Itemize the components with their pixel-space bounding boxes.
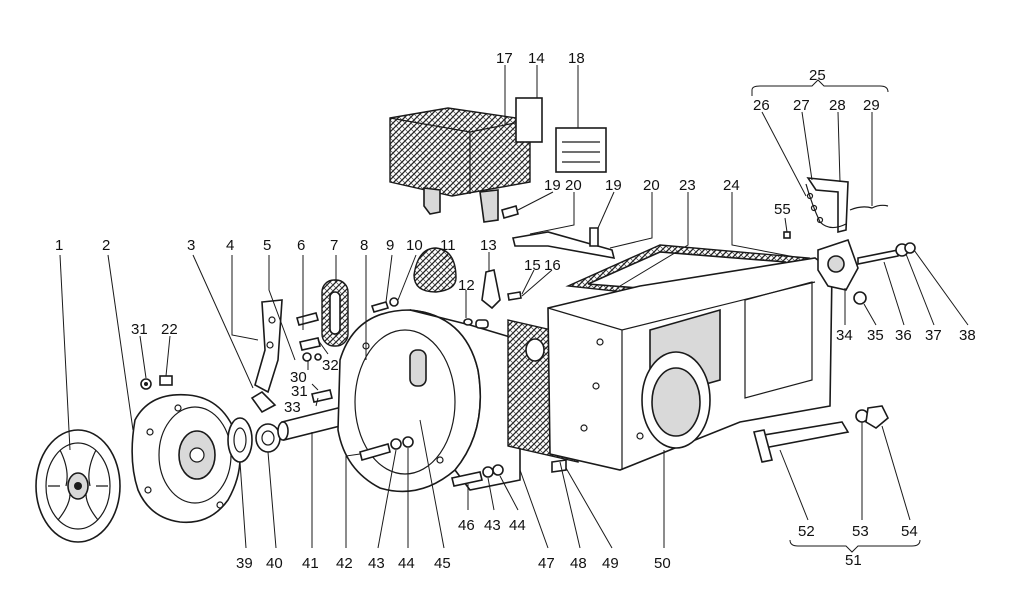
callout-31a: 31 bbox=[131, 321, 148, 338]
callout-24: 24 bbox=[723, 177, 740, 194]
callout-50: 50 bbox=[654, 555, 671, 572]
part-bearing bbox=[227, 417, 281, 463]
callout-32: 32 bbox=[322, 357, 339, 374]
callout-40: 40 bbox=[266, 555, 283, 572]
part-transmission-case bbox=[547, 257, 833, 471]
callout-44b: 44 bbox=[509, 517, 526, 534]
callout-26: 26 bbox=[753, 97, 770, 114]
callout-17: 17 bbox=[496, 50, 513, 67]
callout-46: 46 bbox=[458, 517, 475, 534]
callout-5: 5 bbox=[263, 237, 271, 254]
part-filter-11 bbox=[413, 247, 457, 293]
part-bolt-36 bbox=[857, 242, 916, 265]
callout-6: 6 bbox=[297, 237, 305, 254]
callout-47: 47 bbox=[538, 555, 555, 572]
callout-49: 49 bbox=[602, 555, 619, 572]
callout-45: 45 bbox=[434, 555, 451, 572]
callout-10: 10 bbox=[406, 237, 423, 254]
part-pin-12 bbox=[463, 318, 489, 329]
callout-2: 2 bbox=[102, 237, 110, 254]
callout-20a: 20 bbox=[565, 177, 582, 194]
callout-16: 16 bbox=[544, 257, 561, 274]
callout-43a: 43 bbox=[368, 555, 385, 572]
callout-18: 18 bbox=[568, 50, 585, 67]
part-small-hardware bbox=[140, 312, 333, 403]
callout-39: 39 bbox=[236, 555, 253, 572]
callout-1: 1 bbox=[55, 237, 63, 254]
callout-52: 52 bbox=[798, 523, 815, 540]
callout-41: 41 bbox=[302, 555, 319, 572]
callout-44a: 44 bbox=[398, 555, 415, 572]
callout-25: 25 bbox=[809, 67, 826, 84]
leader-lines bbox=[59, 65, 969, 553]
callout-31b: 31 bbox=[291, 383, 308, 400]
callout-4: 4 bbox=[226, 237, 234, 254]
callout-35: 35 bbox=[867, 327, 884, 344]
callout-27: 27 bbox=[793, 97, 810, 114]
callout-8: 8 bbox=[360, 237, 368, 254]
callout-13: 13 bbox=[480, 237, 497, 254]
callout-48: 48 bbox=[570, 555, 587, 572]
part-shift-housing bbox=[817, 238, 867, 305]
part-clutch-housing bbox=[337, 309, 521, 493]
callout-3: 3 bbox=[187, 237, 195, 254]
callout-51: 51 bbox=[845, 552, 862, 569]
part-lower-bolts bbox=[359, 297, 567, 487]
callout-19b: 19 bbox=[605, 177, 622, 194]
callout-14: 14 bbox=[528, 50, 545, 67]
part-bell-housing-cover bbox=[131, 393, 241, 524]
callout-34: 34 bbox=[836, 327, 853, 344]
callout-11: 11 bbox=[440, 237, 456, 254]
part-lever-13 bbox=[481, 269, 522, 310]
part-gasket-7 bbox=[321, 279, 349, 347]
callout-23: 23 bbox=[679, 177, 696, 194]
callout-54: 54 bbox=[901, 523, 918, 540]
callout-29: 29 bbox=[863, 97, 880, 114]
part-filter-box bbox=[389, 97, 607, 223]
callout-19a: 19 bbox=[544, 177, 561, 194]
callout-7: 7 bbox=[330, 237, 338, 254]
callout-55: 55 bbox=[774, 201, 791, 218]
callout-30: 30 bbox=[290, 369, 307, 386]
callout-53: 53 bbox=[852, 523, 869, 540]
callout-9: 9 bbox=[386, 237, 394, 254]
callout-38: 38 bbox=[959, 327, 976, 344]
callout-43b: 43 bbox=[484, 517, 501, 534]
callout-37: 37 bbox=[925, 327, 942, 344]
callout-42: 42 bbox=[336, 555, 353, 572]
callout-36: 36 bbox=[895, 327, 912, 344]
callout-33: 33 bbox=[284, 399, 301, 416]
callout-12: 12 bbox=[458, 277, 475, 294]
callout-22: 22 bbox=[161, 321, 178, 338]
part-damper-disc bbox=[35, 429, 121, 543]
callout-20b: 20 bbox=[643, 177, 660, 194]
part-clevis-assembly bbox=[783, 177, 889, 239]
part-release-fork bbox=[250, 299, 283, 414]
part-drain-lever bbox=[753, 405, 889, 463]
callout-labels: 1 2 3 4 5 6 7 8 9 10 11 12 13 14 15 16 1… bbox=[55, 50, 976, 572]
part-bracket-20 bbox=[501, 205, 616, 260]
callout-15: 15 bbox=[524, 257, 541, 274]
callout-28: 28 bbox=[829, 97, 846, 114]
